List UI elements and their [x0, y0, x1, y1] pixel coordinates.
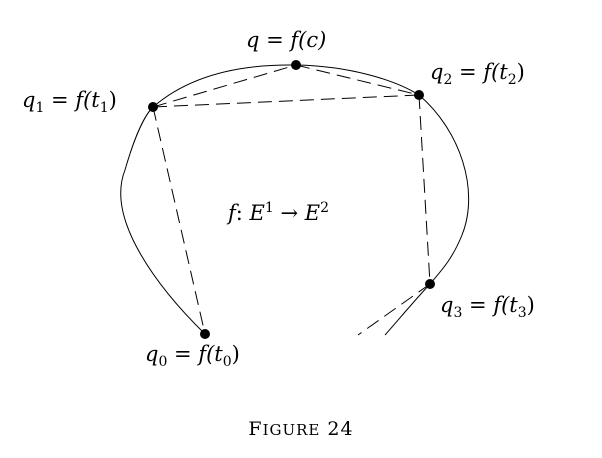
label-q3: q3 = f(t3) — [440, 293, 535, 322]
chord-q-q2 — [295, 64, 420, 96]
point-q2 — [414, 90, 424, 100]
label-q1: q1 = f(t1) — [22, 88, 117, 117]
chord-q3-continued — [357, 283, 431, 336]
chord-q1-q0 — [152, 106, 206, 335]
label-q0: q0 = f(t0) — [145, 342, 240, 371]
point-q3 — [425, 279, 435, 289]
point-q — [291, 60, 301, 70]
chord-q2-q3 — [418, 94, 431, 285]
figure-caption: FIGURE 24 — [248, 418, 354, 440]
point-q1 — [148, 102, 158, 112]
point-q0 — [200, 329, 210, 339]
curve — [120, 64, 470, 336]
label-q: q = f(c) — [246, 28, 327, 52]
chord-q1-q — [152, 64, 297, 108]
chord-q1-q2 — [152, 94, 420, 108]
label-q2: q2 = f(t2) — [430, 60, 525, 89]
label-map: f: E1 → E2 — [228, 200, 330, 225]
